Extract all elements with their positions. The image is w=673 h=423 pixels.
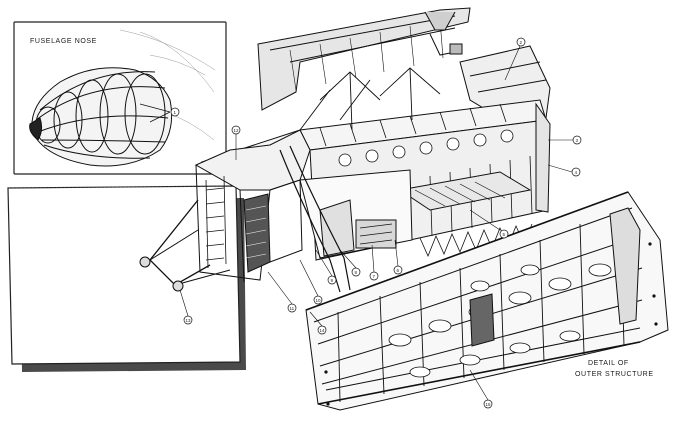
svg-text:10: 10: [316, 298, 322, 303]
svg-text:6: 6: [397, 268, 400, 273]
callout-6: 6: [393, 265, 403, 275]
svg-text:5: 5: [503, 232, 506, 237]
callout-1: 1: [139, 103, 180, 123]
callout-15: 15: [483, 399, 493, 409]
svg-text:12: 12: [234, 128, 240, 133]
main-fuselage-section: [139, 7, 551, 293]
blank-panel: [7, 185, 246, 372]
svg-text:4: 4: [575, 170, 578, 175]
callout-2: 2: [516, 37, 526, 47]
nose-cage: [29, 67, 173, 167]
svg-text:8: 8: [355, 270, 358, 275]
svg-text:13: 13: [186, 318, 192, 323]
fuselage-nose-inset: FUSELAGE NOSE: [13, 21, 227, 175]
svg-text:15: 15: [486, 402, 492, 407]
callout-4: 4: [571, 167, 581, 177]
callout-14: 14: [317, 325, 327, 335]
callout-5: 5: [499, 229, 509, 239]
callout-11: 11: [287, 303, 297, 313]
svg-text:2: 2: [520, 40, 523, 45]
callout-label: 1: [174, 110, 177, 115]
callout-13: 13: [183, 315, 193, 325]
main-callouts: [179, 45, 573, 401]
callout-10: 10: [313, 295, 323, 305]
callout-3: 3: [572, 135, 582, 145]
svg-text:14: 14: [320, 328, 326, 333]
callout-7: 7: [369, 271, 379, 281]
callout-12: 12: [231, 125, 241, 135]
svg-text:9: 9: [331, 278, 334, 283]
inset-title: FUSELAGE NOSE: [30, 38, 97, 45]
detail-caption-line-1: DETAIL OF: [588, 360, 629, 367]
svg-text:3: 3: [576, 138, 579, 143]
svg-text:11: 11: [290, 306, 295, 311]
detail-caption-line-2: OUTER STRUCTURE: [575, 371, 654, 378]
callout-9: 9: [327, 275, 337, 285]
svg-text:7: 7: [373, 274, 376, 279]
callout-8: 8: [351, 267, 361, 277]
outer-structure-detail: [305, 191, 669, 411]
